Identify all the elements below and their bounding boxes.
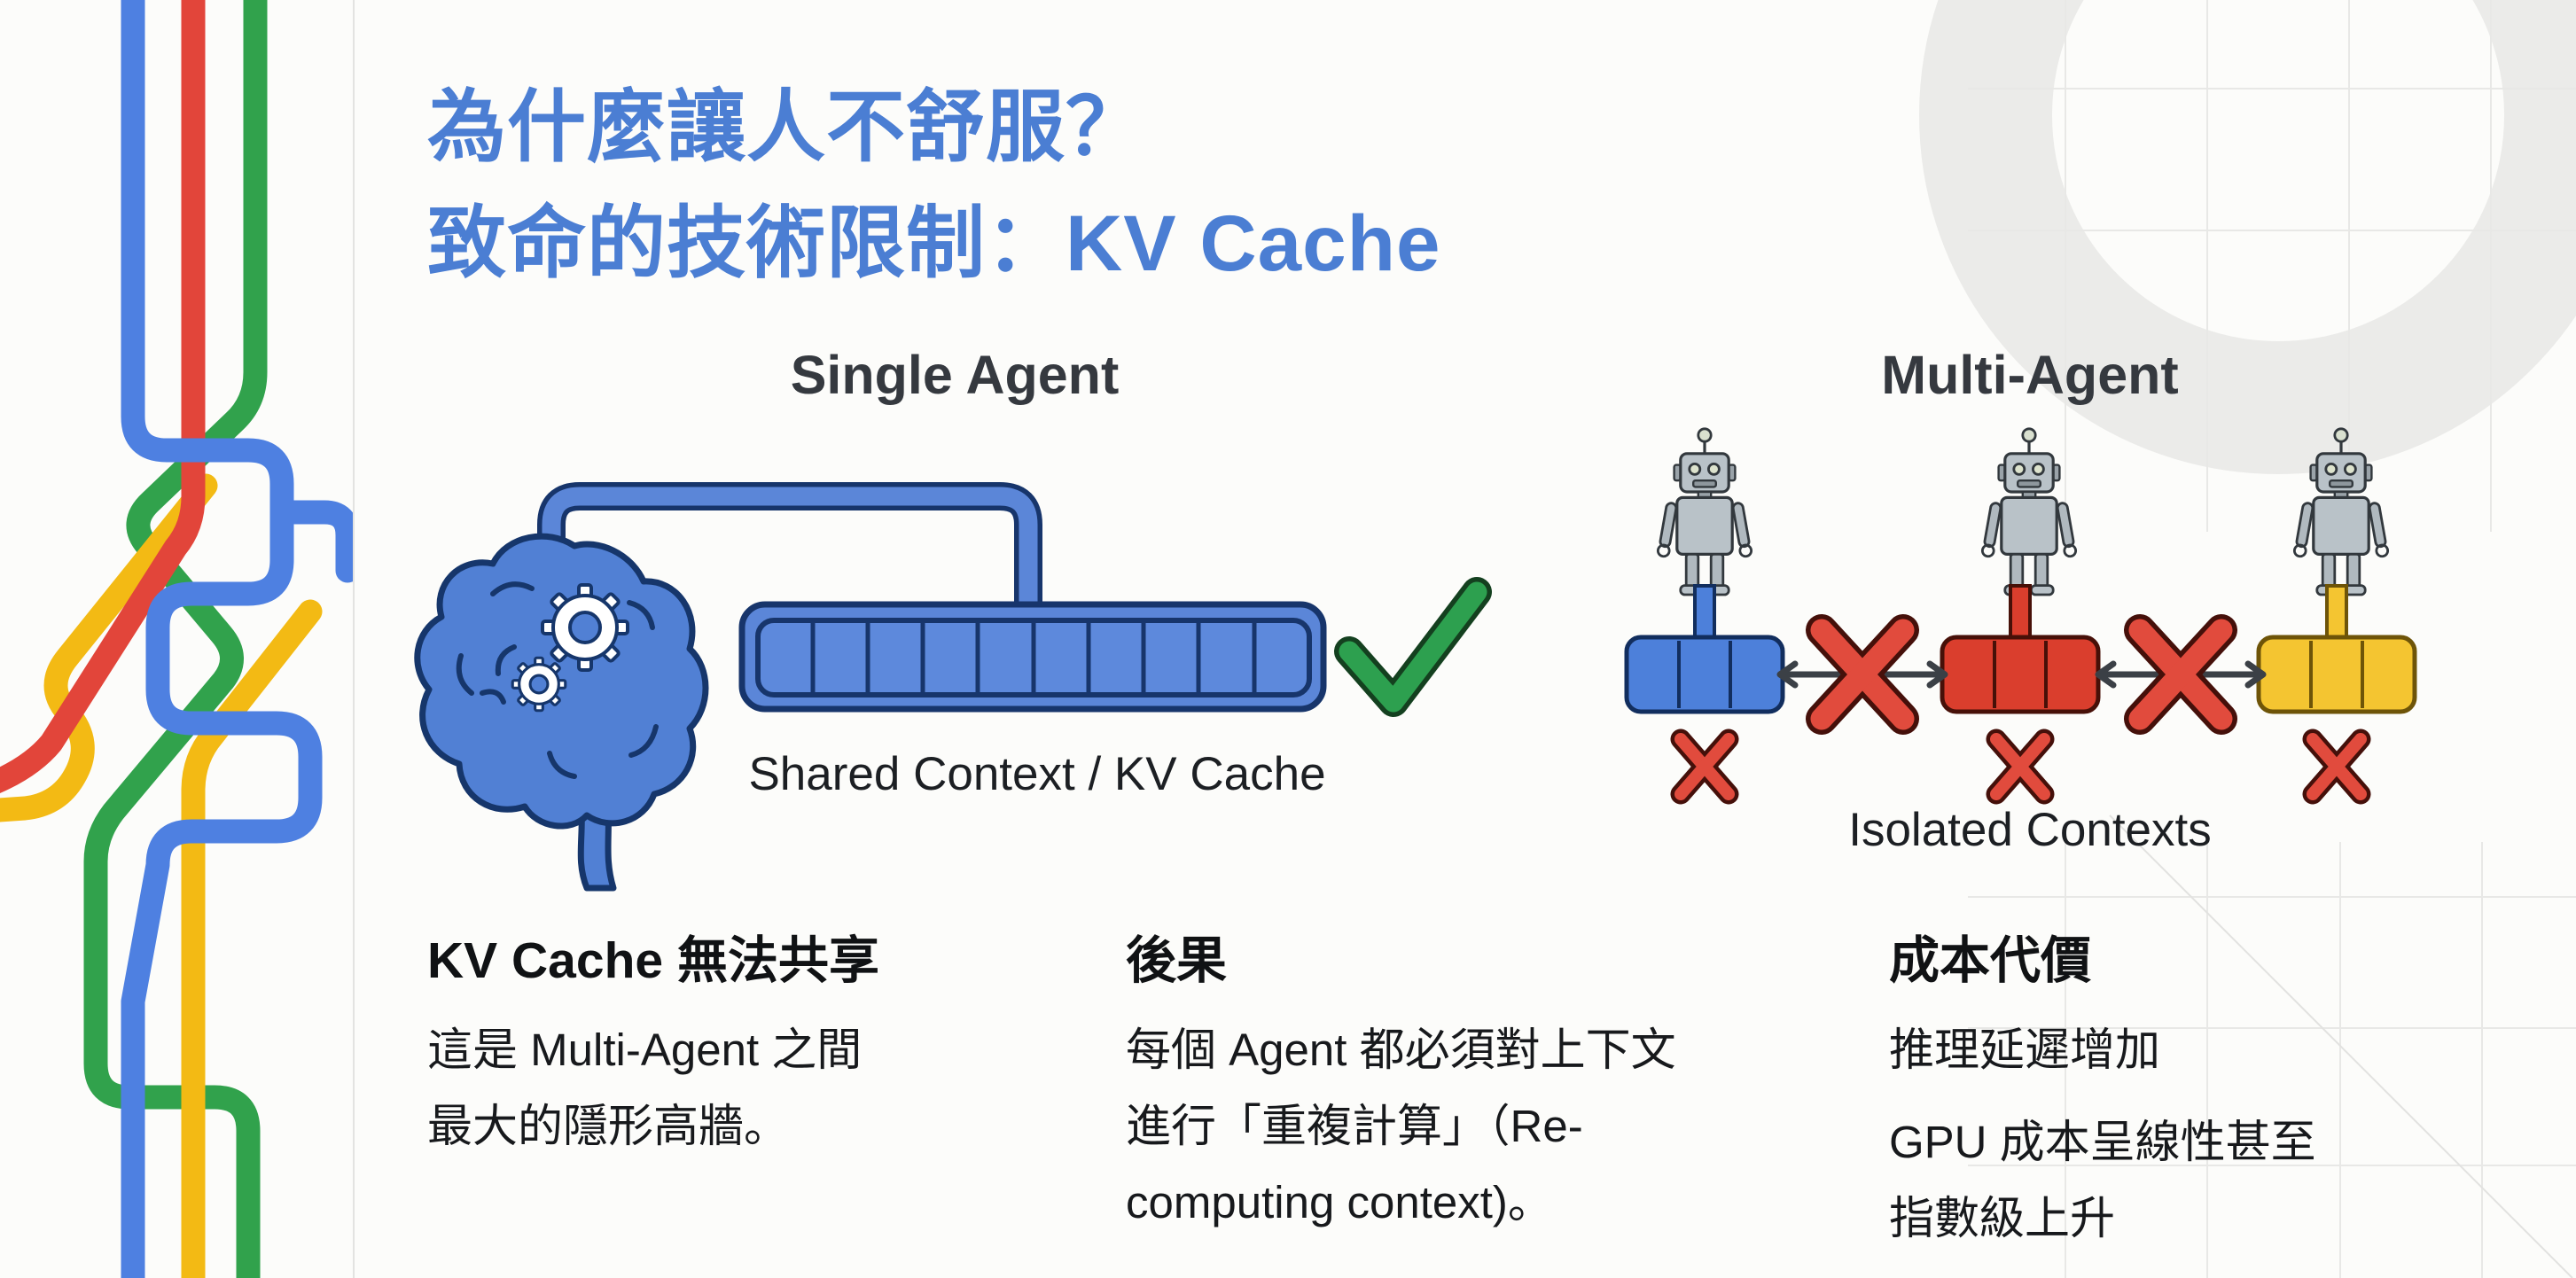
column-body: 每個 Agent 都必須對上下文 進行「重複計算」（Re- computing … <box>1126 1012 1870 1241</box>
page-title: 為什麼讓人不舒服？ 致命的技術限制：KV Cache <box>427 69 1441 301</box>
column-cost: 成本代價 推理延遲增加 GPU 成本呈線性甚至 指數級上升 <box>1889 932 2527 1257</box>
page-title-line1: 為什麼讓人不舒服？ <box>427 82 1145 171</box>
column-consequence: 後果 每個 Agent 都必須對上下文 進行「重複計算」（Re- computi… <box>1126 932 1870 1241</box>
single-agent-caption: Shared Context / KV Cache <box>748 748 1326 800</box>
robot-icon <box>2291 427 2391 596</box>
context-stem-yellow <box>2325 584 2348 643</box>
single-agent-heading: Single Agent <box>790 345 1120 405</box>
metro-line-yellow <box>0 473 218 822</box>
no-share-arrow-icon <box>2095 630 2267 719</box>
gear-icon-large <box>541 583 629 672</box>
gear-icon-small <box>511 656 567 713</box>
column-body-line: 這是 Multi-Agent 之間 <box>427 1025 863 1075</box>
metro-line-blue-branch <box>269 500 353 583</box>
cross-icon <box>1996 739 2044 794</box>
multi-agent-caption: Isolated Contexts <box>1848 804 2212 856</box>
metro-line-green <box>83 0 268 1278</box>
shared-context-bar <box>738 601 1327 713</box>
brain-icon <box>414 533 709 830</box>
metro-line-yellow-2 <box>181 599 323 1278</box>
column-body-line: computing context)。 <box>1126 1177 1553 1227</box>
metro-lines-decoration <box>0 0 353 1278</box>
column-heading: KV Cache 無法共享 <box>427 932 879 989</box>
metro-line-red <box>0 0 206 793</box>
column-body-line: 進行「重複計算」（Re- <box>1126 1101 1583 1151</box>
brain-stem <box>577 803 617 892</box>
cross-icon <box>2313 739 2361 794</box>
metro-line-blue <box>121 0 323 1278</box>
column-body-line: 最大的隱形高牆。 <box>427 1101 790 1151</box>
page-title-line2: 致命的技術限制：KV Cache <box>427 199 1441 287</box>
column-body-line: 每個 Agent 都必須對上下文 <box>1126 1025 1676 1075</box>
column-heading: 後果 <box>1126 932 1227 989</box>
check-icon <box>1334 577 1492 717</box>
robot-icon <box>1979 427 2079 596</box>
column-body-line: GPU 成本呈線性甚至 <box>1889 1117 2316 1167</box>
column-heading: 成本代價 <box>1889 932 2091 989</box>
column-body-line: 指數級上升 <box>1889 1193 2116 1243</box>
cross-icon <box>1681 739 1729 794</box>
column-body: 推理延遲增加 GPU 成本呈線性甚至 指數級上升 <box>1889 1012 2527 1257</box>
ring-decoration <box>1919 0 2576 474</box>
robot-icon <box>1655 427 1754 596</box>
column-body: 這是 Multi-Agent 之間 最大的隱形高牆。 <box>427 1012 1066 1165</box>
sidebar-divider <box>353 0 355 1278</box>
single-agent-diagram <box>414 482 1492 892</box>
context-stem-blue <box>1693 584 1716 643</box>
no-share-arrow-icon <box>1776 630 1948 719</box>
multi-agent-heading: Multi-Agent <box>1881 345 2179 405</box>
context-box-red <box>1940 635 2101 714</box>
context-box-blue <box>1624 635 1785 714</box>
context-box-yellow <box>2256 635 2417 714</box>
column-kv-cache-no-share: KV Cache 無法共享 這是 Multi-Agent 之間 最大的隱形高牆。 <box>427 932 1066 1165</box>
context-stem-red <box>2009 584 2032 643</box>
context-pipe <box>537 482 1042 612</box>
column-body-line: 推理延遲增加 <box>1889 1025 2161 1075</box>
multi-agent-diagram <box>1624 427 2417 873</box>
